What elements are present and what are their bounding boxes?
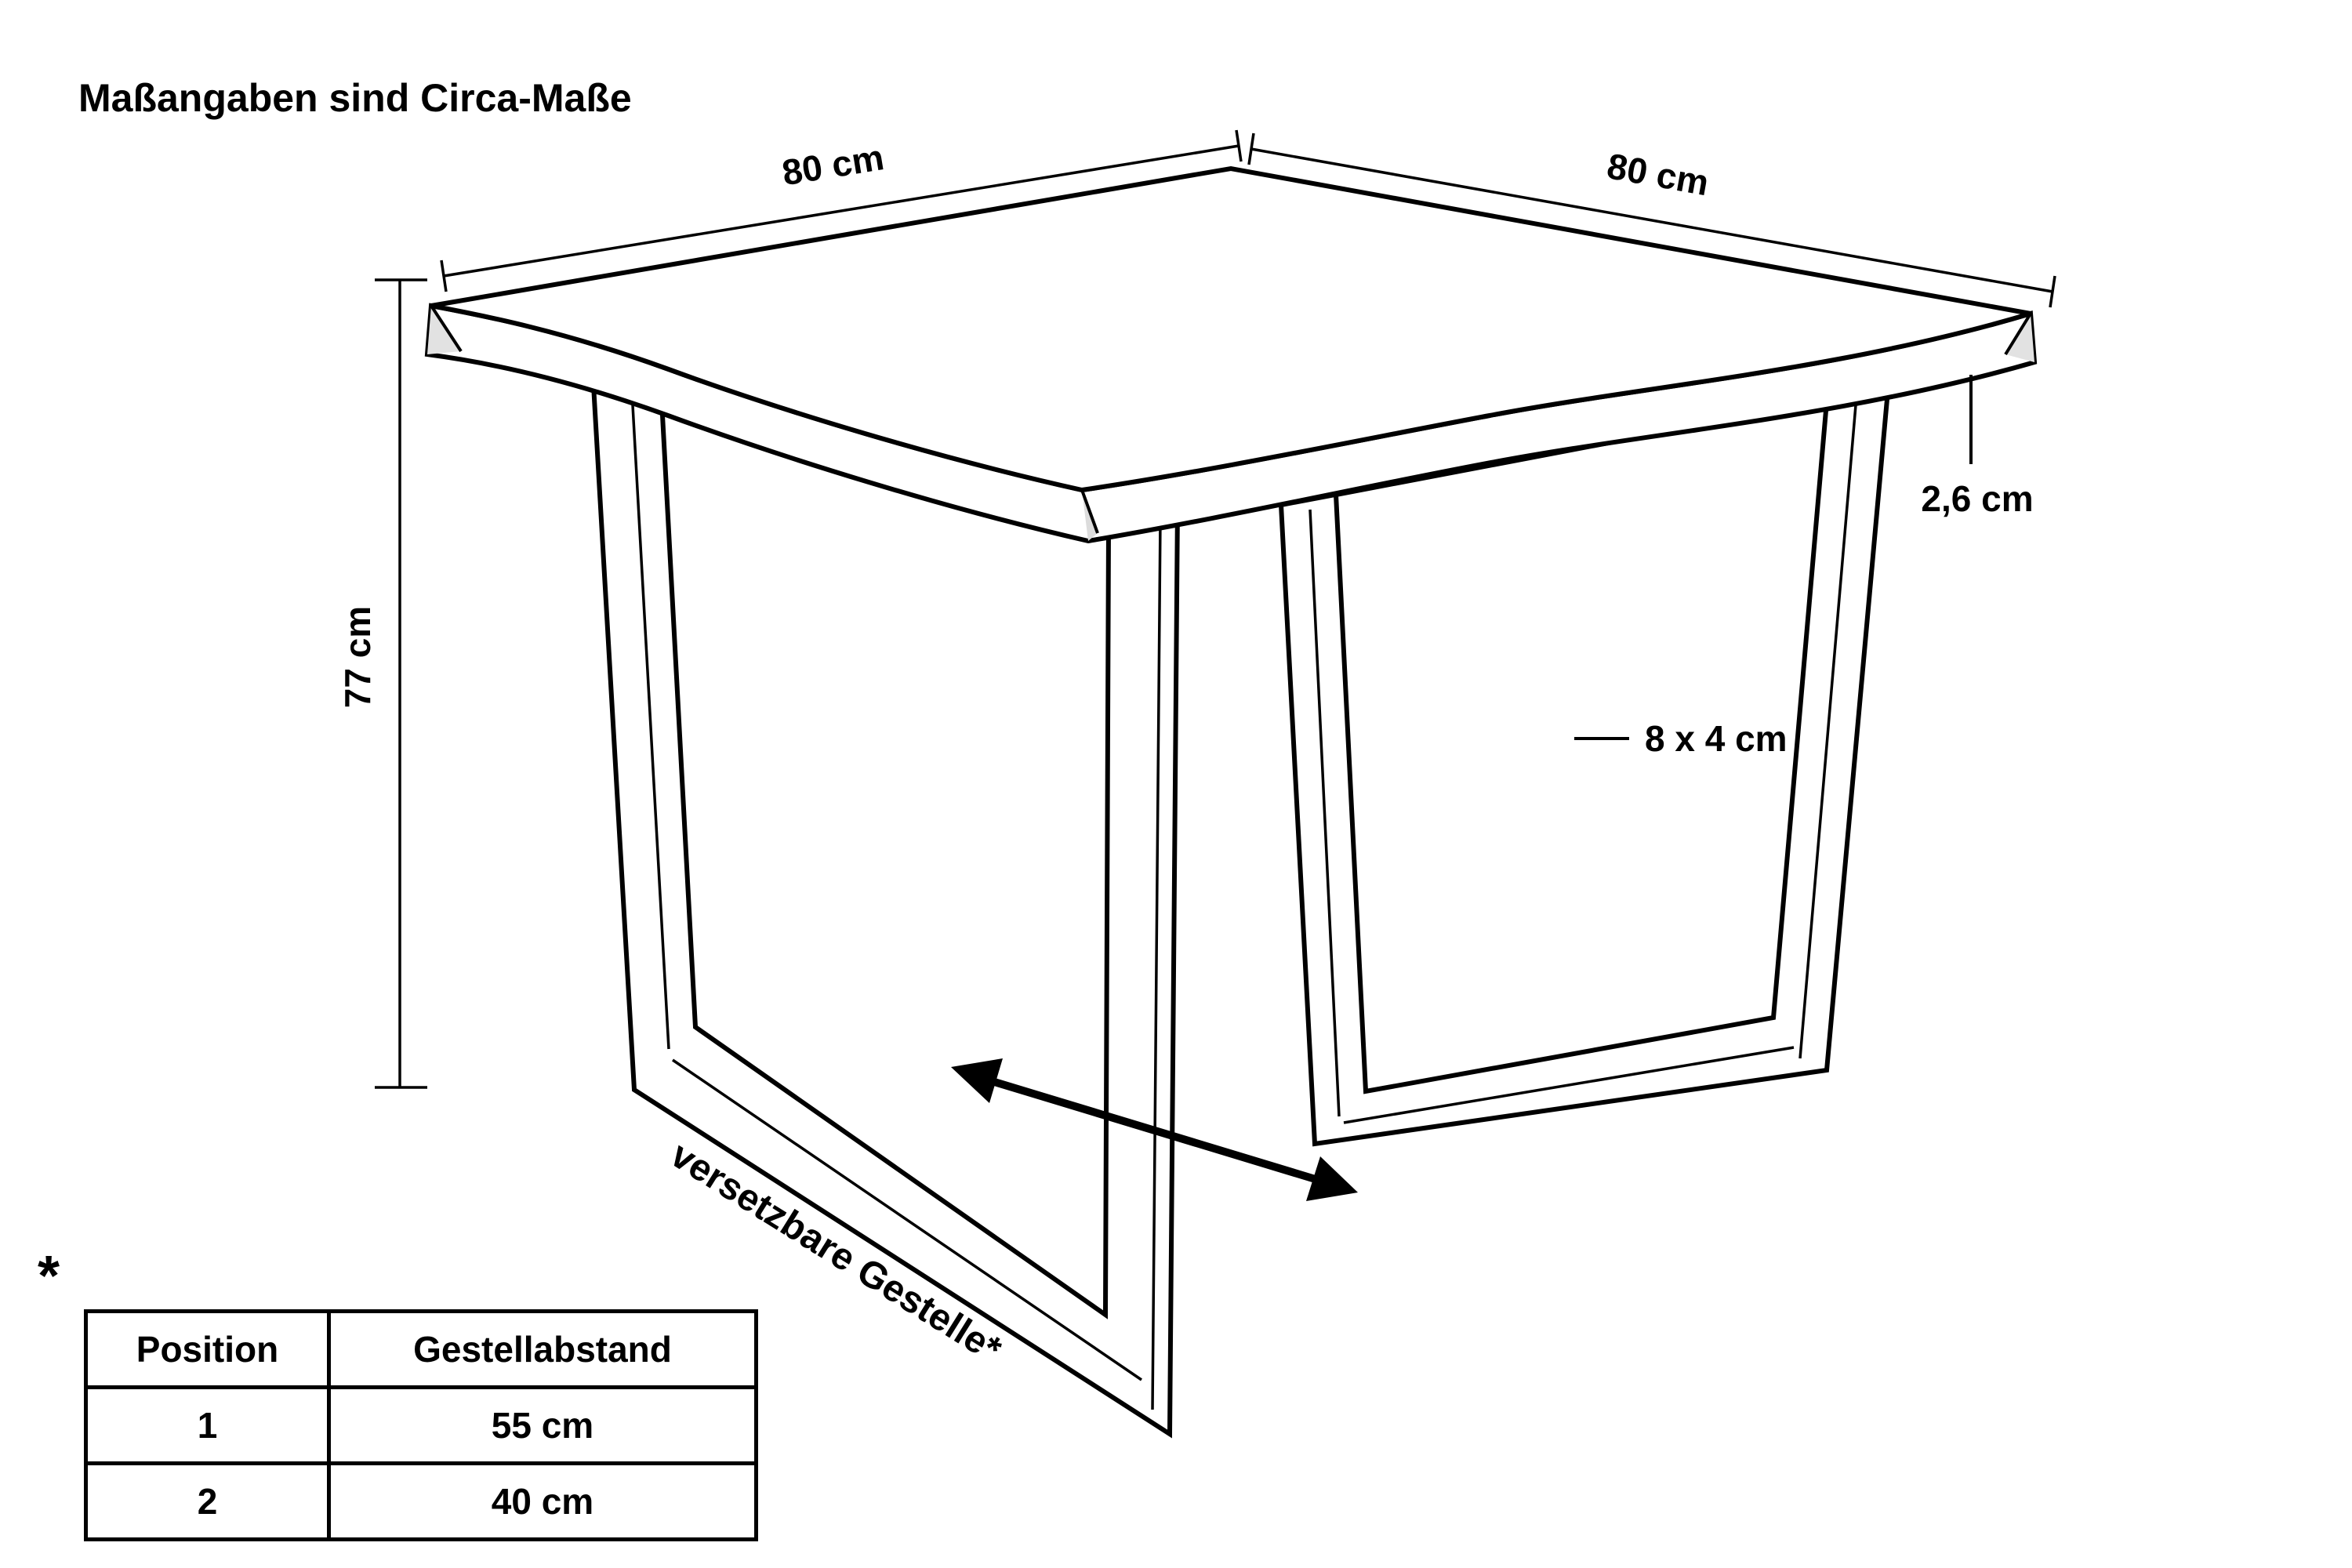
dimension-thickness: 2,6 cm — [1921, 375, 2034, 519]
spacing-table-row-1-distance: 55 cm — [327, 1385, 758, 1465]
frame-spacing-table: Position Gestellabstand 1 55 cm 2 40 cm — [84, 1309, 758, 1541]
spacing-table-row-2-position: 2 — [84, 1461, 331, 1541]
dimension-top-width-line — [1250, 147, 2053, 293]
dimension-top-depth-label: 80 cm — [779, 136, 887, 193]
page-title: Maßangaben sind Circa-Maße — [78, 76, 632, 120]
tabletop-chamfer-left — [427, 306, 461, 354]
spacing-table-row-2-distance: 40 cm — [327, 1461, 758, 1541]
spacing-table-header-distance: Gestellabstand — [327, 1309, 758, 1389]
rear-leg-frame — [1278, 387, 1891, 1147]
dimension-height-label: 77 cm — [337, 606, 378, 708]
front-leg-frame-edge-lines — [630, 390, 1162, 1410]
tabletop-top-face — [430, 165, 2031, 493]
rear-leg-frame-edge-lines — [1308, 395, 1858, 1124]
tabletop-chamfer-right — [2005, 314, 2034, 362]
dimension-top-width-label: 80 cm — [1604, 145, 1712, 203]
dimension-top-depth-tick-start — [440, 260, 448, 292]
footnote-marker: * — [38, 1245, 60, 1308]
dimension-height: 77 cm — [337, 278, 427, 1089]
dimension-frame-profile-label: 8 x 4 cm — [1645, 718, 1788, 759]
movable-frames-arrowhead-left — [951, 1058, 1003, 1103]
dimension-top-width-tick-start — [1247, 132, 1255, 165]
dimension-top-width-tick-end — [2049, 275, 2056, 308]
dimension-frame-profile: 8 x 4 cm — [1574, 718, 1788, 759]
spacing-table-header-position: Position — [84, 1309, 331, 1389]
dimension-top-depth-tick-end — [1235, 129, 1243, 162]
movable-frames-arrow-shaft — [972, 1072, 1338, 1189]
tabletop — [424, 165, 2038, 544]
spacing-table-row-2: 2 40 cm — [84, 1461, 758, 1541]
dimension-thickness-label: 2,6 cm — [1921, 478, 2033, 519]
dimension-top-depth-line — [443, 144, 1240, 278]
spacing-table-header-row: Position Gestellabstand — [84, 1309, 758, 1389]
spacing-table-row-1-position: 1 — [84, 1385, 331, 1465]
tabletop-chamfer-lines — [430, 304, 2032, 534]
spacing-table-row-1: 1 55 cm — [84, 1385, 758, 1465]
movable-frames-arrowhead-right — [1306, 1156, 1358, 1201]
